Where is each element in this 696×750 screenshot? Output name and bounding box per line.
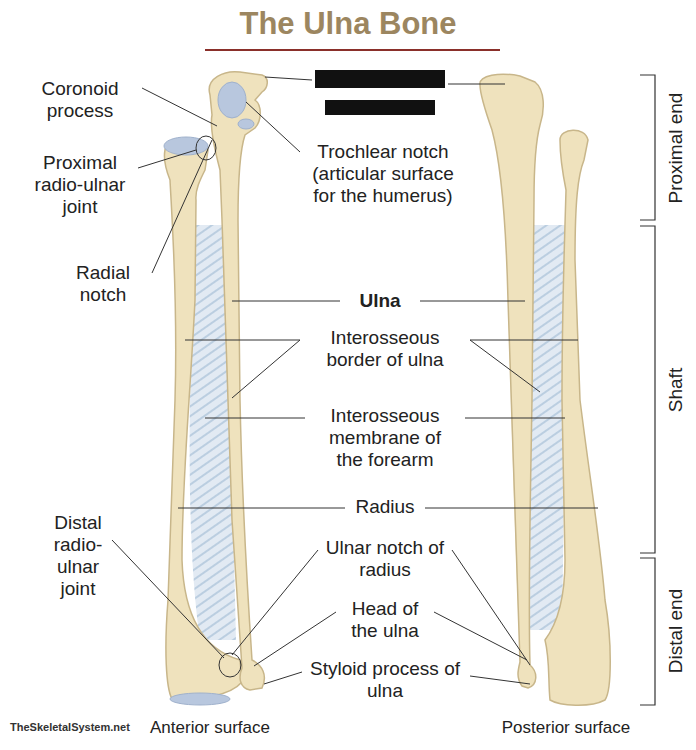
leader-line [142, 88, 217, 126]
part-label: Anterior surface [110, 718, 310, 738]
leader-line [232, 301, 340, 302]
leader-line [448, 84, 505, 85]
region-brackets [640, 75, 655, 705]
leader-line [465, 418, 565, 419]
part-label: Coronoid process [15, 78, 145, 122]
redaction-bar [325, 100, 435, 115]
leader-line [452, 550, 530, 665]
leader-line [434, 612, 527, 660]
region-label: Shaft [665, 368, 687, 412]
leader-line [470, 340, 540, 392]
bracket [640, 226, 655, 553]
leader-line [185, 340, 300, 341]
part-label: Interosseous membrane of the forearm [315, 405, 455, 471]
joint-circle [219, 653, 241, 677]
leader-line [470, 340, 578, 341]
ulna-bone [209, 72, 267, 690]
part-label: Radial notch [56, 262, 151, 306]
diagram-title: The Ulna Bone [0, 6, 696, 42]
region-label: Distal end [665, 589, 687, 674]
bracket [640, 558, 655, 705]
leader-line [264, 672, 302, 684]
part-label: Styloid process of ulna [305, 658, 465, 702]
joint-circle [196, 136, 216, 160]
leader-line [152, 140, 212, 273]
leader-line [425, 508, 598, 509]
trochlear-cartilage [218, 82, 246, 118]
leader-line [246, 102, 300, 152]
distal-cartilage [170, 693, 230, 705]
part-label: Head of the ulna [338, 598, 433, 642]
part-label: Trochlear notch (articular surface for t… [308, 141, 458, 207]
redaction-bar [315, 70, 445, 88]
part-label: Posterior surface [466, 718, 666, 738]
part-label: Proximal radio-ulnar joint [28, 152, 133, 218]
leader-line [265, 77, 312, 80]
leader-line [205, 418, 305, 419]
leader-line [112, 540, 224, 658]
part-label: Radius [310, 496, 460, 518]
radial-head-cartilage [164, 137, 208, 155]
watermark: TheSkeletalSystem.net [10, 720, 130, 734]
coronoid-cartilage [238, 119, 254, 129]
part-label: Distal radio-ulnar joint [41, 512, 116, 600]
region-label: Proximal end [665, 93, 687, 204]
part-label: Ulnar notch of radius [323, 537, 448, 581]
leader-line [138, 150, 196, 168]
leader-line [232, 550, 318, 655]
bracket [640, 75, 655, 220]
part-label: Interosseous border of ulna [305, 327, 465, 371]
leader-line [232, 340, 300, 398]
leader-lines [112, 77, 598, 684]
leader-line [470, 676, 530, 684]
leader-line [178, 508, 345, 509]
ulna-bone [480, 74, 543, 688]
part-label: Ulna [320, 290, 440, 312]
leader-line [420, 301, 525, 302]
title-underline [205, 49, 500, 51]
leader-line [254, 612, 336, 666]
